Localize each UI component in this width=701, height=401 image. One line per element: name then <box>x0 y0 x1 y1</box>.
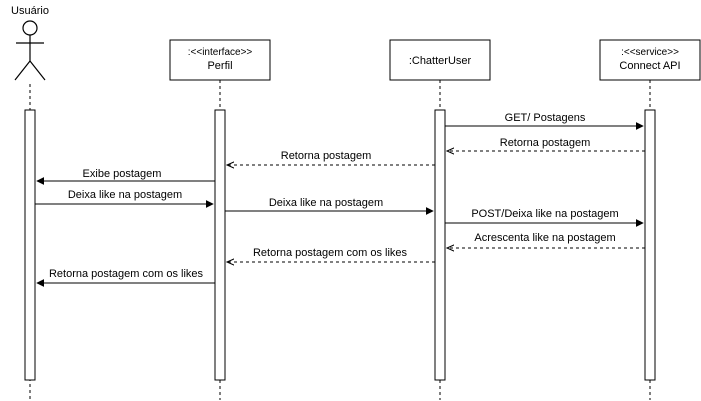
participant-name: :ChatterUser <box>409 55 472 67</box>
message-label: Retorna postagem <box>281 150 372 162</box>
activation-chatteruser <box>434 109 446 381</box>
message-label: Acrescenta like na postagem <box>474 232 615 244</box>
message-label: Exibe postagem <box>83 168 162 180</box>
message-label: Deixa like na postagem <box>68 189 182 201</box>
actor-left-leg-icon <box>14 60 31 81</box>
participant-box <box>599 39 701 81</box>
message-label: Retorna postagem com os likes <box>253 247 408 259</box>
actor-name: Usuário <box>11 5 49 17</box>
actor-head-icon <box>22 20 38 36</box>
participant-name: Connect API <box>619 60 680 72</box>
actor-right-leg-icon <box>29 60 46 81</box>
activation-connect-api <box>644 109 656 381</box>
message-label: Retorna postagem com os likes <box>49 268 204 280</box>
participant-connect-api[interactable]: :<<service>> Connect API <box>599 39 701 81</box>
participant-perfil[interactable]: :<<interface>> Perfil <box>169 39 271 81</box>
participant-stereotype: :<<interface>> <box>188 47 253 58</box>
participant-box <box>389 39 491 81</box>
message-label: Retorna postagem <box>500 137 591 149</box>
participant-box <box>169 39 271 81</box>
participant-name: Perfil <box>207 60 232 72</box>
activation-perfil <box>214 109 226 381</box>
message-label: Deixa like na postagem <box>269 197 383 209</box>
participant-chatteruser[interactable]: :ChatterUser <box>389 39 491 81</box>
actor-usuario[interactable]: Usuário <box>11 5 49 81</box>
activation-usuario <box>24 109 36 381</box>
message-label: POST/Deixa like na postagem <box>471 208 618 220</box>
participant-stereotype: :<<service>> <box>621 47 679 58</box>
message-label: GET/ Postagens <box>505 112 586 124</box>
